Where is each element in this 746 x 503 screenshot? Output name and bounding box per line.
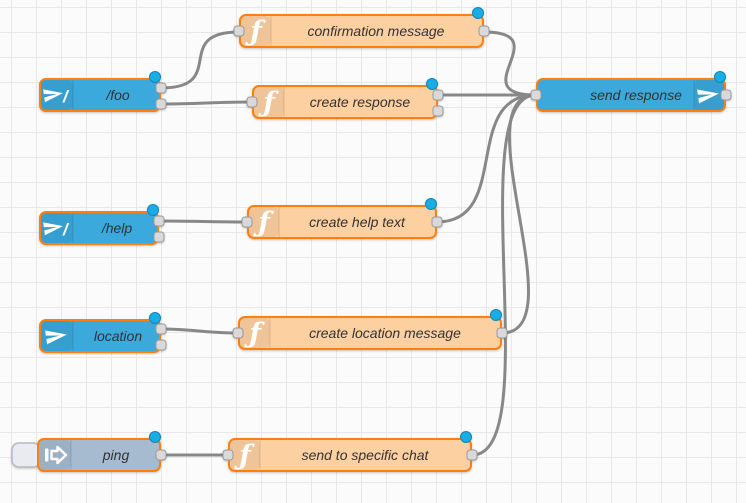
paper-plane-slash-icon: /	[43, 87, 70, 106]
output-port[interactable]	[496, 327, 508, 339]
node-label: send response	[590, 87, 682, 103]
node-label: /help	[101, 220, 133, 236]
input-port[interactable]	[232, 327, 244, 339]
function-icon: ƒ	[245, 16, 266, 47]
inject-button[interactable]	[11, 442, 41, 468]
wire-foo-create-response[interactable]	[159, 100, 254, 106]
node-label: confirmation message	[308, 23, 445, 39]
input-port[interactable]	[246, 96, 258, 108]
changed-indicator	[460, 431, 472, 443]
output-port-1[interactable]	[155, 323, 167, 335]
input-port[interactable]	[222, 449, 234, 461]
output-port-2[interactable]	[432, 105, 444, 117]
output-port[interactable]	[478, 25, 490, 37]
node-label: create location message	[309, 325, 461, 341]
node-send-to-specific-chat[interactable]: ƒ send to specific chat	[222, 431, 478, 472]
node-location[interactable]: location	[39, 312, 167, 353]
wire-confirmation-message-send-response[interactable]	[482, 30, 538, 97]
output-port[interactable]	[431, 216, 443, 228]
node-create-help-text[interactable]: ƒ create help text	[241, 198, 443, 239]
node-confirmation-message[interactable]: ƒ confirmation message	[233, 7, 490, 48]
node-label: location	[94, 328, 142, 344]
node-create-response[interactable]: ƒ create response	[246, 78, 444, 119]
function-icon: ƒ	[258, 87, 279, 118]
changed-indicator	[149, 431, 161, 443]
paper-plane-icon	[697, 89, 719, 104]
node-label: create help text	[309, 214, 406, 230]
node-foo[interactable]: / /foo	[39, 71, 167, 112]
output-port[interactable]	[720, 89, 732, 101]
output-port-2[interactable]	[155, 339, 167, 351]
input-port[interactable]	[530, 89, 542, 101]
changed-indicator	[426, 78, 438, 90]
paper-plane-slash-icon: /	[43, 220, 70, 239]
wire-create-help-text-send-response[interactable]	[435, 93, 538, 224]
function-icon: ƒ	[253, 207, 274, 238]
svg-text:/: /	[62, 220, 70, 239]
changed-indicator	[714, 71, 726, 83]
output-port-2[interactable]	[153, 231, 165, 243]
changed-indicator	[149, 312, 161, 324]
node-label: create response	[310, 94, 411, 110]
node-label: /foo	[105, 87, 130, 103]
output-port[interactable]	[466, 449, 478, 461]
node-help[interactable]: / /help	[39, 204, 165, 245]
input-port[interactable]	[241, 216, 253, 228]
output-port-1[interactable]	[432, 89, 444, 101]
changed-indicator	[147, 204, 159, 216]
paper-plane-icon	[45, 330, 67, 345]
changed-indicator	[425, 198, 437, 210]
wire-location-create-location-message[interactable]	[159, 327, 239, 335]
changed-indicator	[149, 71, 161, 83]
wire-send-to-specific-chat-send-response[interactable]	[470, 93, 538, 457]
node-label: send to specific chat	[302, 447, 430, 463]
function-icon: ƒ	[234, 440, 255, 471]
output-port-1[interactable]	[155, 82, 167, 94]
input-port[interactable]	[233, 25, 245, 37]
svg-text:/: /	[62, 87, 70, 106]
node-label: ping	[102, 447, 130, 463]
output-port-1[interactable]	[153, 215, 165, 227]
output-port[interactable]	[155, 449, 167, 461]
wire-help-create-help-text[interactable]	[158, 219, 249, 224]
changed-indicator	[472, 7, 484, 19]
wire-foo-confirmation-message[interactable]	[159, 30, 241, 90]
node-create-location-message[interactable]: ƒ create location message	[232, 309, 508, 350]
inject-arrow-icon	[45, 445, 68, 465]
function-icon: ƒ	[244, 318, 265, 349]
wires	[158, 30, 538, 457]
changed-indicator	[490, 309, 502, 321]
node-ping[interactable]: ping	[11, 431, 167, 472]
output-port-2[interactable]	[155, 98, 167, 110]
node-send-response[interactable]: send response	[530, 71, 732, 112]
